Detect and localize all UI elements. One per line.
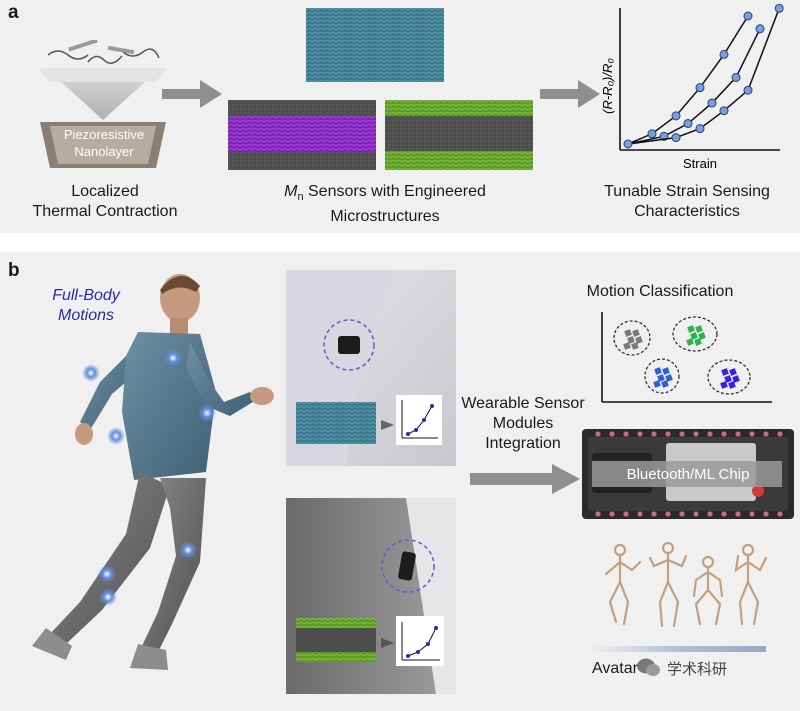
sensor-textures [228, 8, 533, 170]
integration-line2: Modules [492, 415, 554, 432]
caption-3-line1: Tunable Strain Sensing [604, 183, 770, 200]
chart-point [755, 24, 765, 34]
cluster-square [623, 342, 631, 350]
cluster-square [662, 367, 670, 375]
caption-2-line2: Microstructures [330, 208, 440, 226]
chart-point [774, 3, 784, 13]
avatar-label: Avatar [592, 660, 638, 677]
chart-point [671, 133, 681, 143]
panel-b: b Full-Body Motions [0, 252, 800, 711]
caption-1-line2: Thermal Contraction [32, 203, 178, 220]
caption-2-rest: Sensors with Engineered [303, 183, 486, 200]
chart-series-line [627, 8, 780, 145]
cluster-green [672, 316, 718, 352]
chart-point [647, 129, 657, 139]
caption-1-line1: Localized [71, 183, 139, 200]
cluster-square [632, 329, 640, 337]
caption-2-m: M [284, 183, 298, 200]
motion-classification-plot [601, 312, 772, 403]
fullbody-line1: Full-Body [52, 287, 120, 304]
avatar-figures [604, 541, 768, 628]
cluster-square [657, 374, 665, 382]
cluster-square [720, 381, 728, 389]
chart-xlabel: Strain [683, 156, 717, 171]
chart-point [731, 72, 741, 82]
cluster-square [665, 374, 673, 382]
panel-b-label: b [8, 260, 20, 281]
nanolayer-label: Piezoresistive Nanolayer [50, 126, 158, 160]
cluster-blue [644, 358, 680, 394]
cluster-square [627, 336, 635, 344]
avatar-baseline [590, 646, 766, 652]
caption-mn-sensors: Mn Sensors with Engineered Microstructur… [250, 182, 520, 227]
panel-a-label: a [8, 2, 19, 23]
chart-point [671, 111, 681, 121]
full-body-motions-label: Full-Body Motions [36, 286, 136, 326]
chart-point-origin [623, 139, 633, 149]
integration-line1: Wearable Sensor [461, 395, 585, 412]
caption-tunable: Tunable Strain Sensing Characteristics [582, 182, 792, 222]
chip-label: Bluetooth/ML Chip [627, 466, 750, 483]
nanolayer-label-line2: Nanolayer [74, 144, 134, 159]
motion-classification-title: Motion Classification [586, 283, 734, 300]
chart-point [719, 106, 729, 116]
panel-a: a Piezoresistive Nanolayer Localized The… [0, 0, 800, 233]
cluster-square [654, 367, 662, 375]
arrow-right-icon [470, 464, 580, 494]
wechat-icon [637, 658, 660, 676]
cluster-square [686, 338, 694, 346]
caption-thermal-contraction: Localized Thermal Contraction [20, 182, 190, 222]
chart-series-line [627, 28, 761, 145]
integration-line3: Integration [485, 435, 561, 452]
chart-point [695, 124, 705, 134]
chart-point [743, 11, 753, 21]
cluster-square [653, 380, 661, 388]
cluster-square [724, 375, 732, 383]
shoulder-sensor-photo [286, 270, 456, 466]
cluster-square [695, 325, 703, 333]
running-figure [32, 274, 274, 670]
nanolayer-illustration [38, 40, 168, 168]
caption-3-line2: Characteristics [634, 203, 740, 220]
cluster-square [732, 375, 740, 383]
chart-point [743, 85, 753, 95]
caption-2-line1: Mn Sensors with Engineered [250, 182, 520, 207]
chart-point [683, 119, 693, 129]
cluster-square [690, 332, 698, 340]
nanolayer-label-line1: Piezoresistive [63, 127, 145, 142]
cluster-square [721, 368, 729, 376]
chart-point [719, 49, 729, 59]
watermark-text: 学术科研 [664, 658, 731, 679]
cluster-square [635, 336, 643, 344]
cluster-square [728, 381, 736, 389]
cluster-square [729, 368, 737, 376]
integration-label: Wearable Sensor Modules Integration [448, 394, 598, 454]
strain-chart: (R-R₀)/R₀ Strain [600, 3, 784, 171]
chart-point [695, 83, 705, 93]
bluetooth-ml-chip: Bluetooth/ML Chip [582, 429, 794, 519]
chart-point [707, 98, 717, 108]
arrow-right-icon [540, 80, 600, 108]
caption-2-sub: n [297, 191, 304, 204]
chart-ylabel: (R-R₀)/R₀ [600, 58, 615, 114]
cluster-square [687, 325, 695, 333]
knee-sensor-photo [286, 498, 456, 694]
arrow-right-icon [162, 80, 222, 108]
cluster-gray [613, 320, 651, 356]
cluster-violet [707, 359, 751, 395]
fullbody-line2: Motions [57, 307, 115, 324]
cluster-square [624, 329, 632, 337]
cluster-square [698, 332, 706, 340]
cluster-square [661, 380, 669, 388]
cluster-square [631, 342, 639, 350]
cluster-square [694, 338, 702, 346]
